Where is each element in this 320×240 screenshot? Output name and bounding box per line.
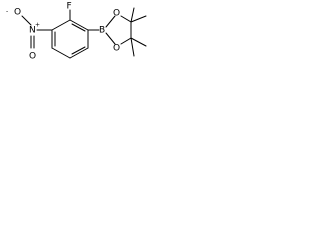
atom-label-boron: B bbox=[99, 26, 105, 36]
bond-b-o-bottom bbox=[105, 32, 116, 45]
bond-b-o-top bbox=[105, 15, 116, 28]
ring-bond-c2-c3 bbox=[69, 19, 89, 31]
bond-o-top-c bbox=[120, 15, 132, 23]
atom-label-ring-oxygen-top: O bbox=[113, 9, 120, 19]
atom-label-nitro-oxygen-single: O bbox=[14, 8, 21, 18]
methyl-bond-top-up bbox=[130, 7, 135, 23]
atom-label-nitro-nitrogen: N bbox=[29, 26, 36, 36]
bond-c-o-bottom bbox=[120, 37, 132, 45]
bond-n-o-single bbox=[21, 15, 32, 26]
ring-bond-c1-c2 bbox=[51, 19, 71, 31]
atom-label-nitro-oxygen-double: O bbox=[29, 52, 36, 62]
atom-label-fluorine: F bbox=[67, 2, 72, 12]
ring-bond-c5-c6 bbox=[51, 47, 71, 59]
atom-label-ring-oxygen-bottom: O bbox=[113, 44, 120, 54]
methyl-bond-bottom-down bbox=[130, 37, 135, 57]
oxygen-negative-charge: - bbox=[6, 9, 8, 16]
ring-double-bond-inner-3 bbox=[71, 46, 86, 55]
methyl-bond-top-right bbox=[130, 15, 147, 23]
ring-bond-c4-c5 bbox=[69, 47, 89, 59]
ring-double-bond-inner-2 bbox=[71, 23, 86, 32]
nitrogen-positive-charge: + bbox=[35, 22, 40, 29]
chemical-structure-diagram: F N + O - O B O O bbox=[6, 2, 147, 62]
benzene-ring bbox=[51, 19, 89, 59]
methyl-bond-bottom-right bbox=[130, 37, 147, 47]
